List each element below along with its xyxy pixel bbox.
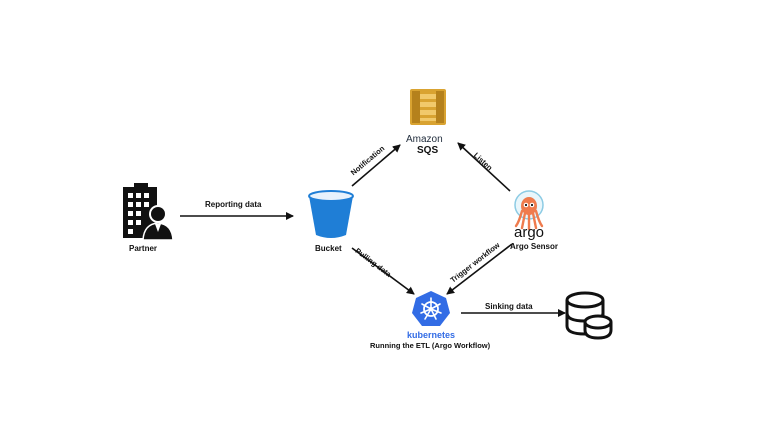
sqs-brand-bottom: SQS	[417, 145, 439, 156]
argo-octopus-icon	[514, 190, 544, 231]
argo-sensor-label: Argo Sensor	[510, 242, 559, 251]
arrow-listen	[457, 142, 511, 192]
edge-label-sinking-data: Sinking data	[485, 302, 533, 311]
bucket-label: Bucket	[315, 244, 342, 253]
arrow-trigger-workflow	[446, 243, 513, 295]
kubernetes-helm-icon	[412, 291, 450, 326]
partner-label: Partner	[129, 244, 158, 253]
arrow-notification	[351, 144, 401, 187]
database-icon	[565, 291, 613, 340]
amazon-sqs-icon	[410, 89, 446, 125]
sqs-brand-top: Amazon	[406, 134, 443, 145]
etl-label: Running the ETL (Argo Workflow)	[370, 341, 491, 350]
argo-brand: argo	[514, 224, 545, 241]
arrow-pulling-data	[351, 247, 415, 295]
edge-label-reporting-data: Reporting data	[205, 200, 262, 209]
storage-bucket-icon	[308, 190, 354, 238]
kubernetes-brand: kubernetes	[407, 330, 456, 340]
office-building-person-icon	[123, 183, 174, 241]
